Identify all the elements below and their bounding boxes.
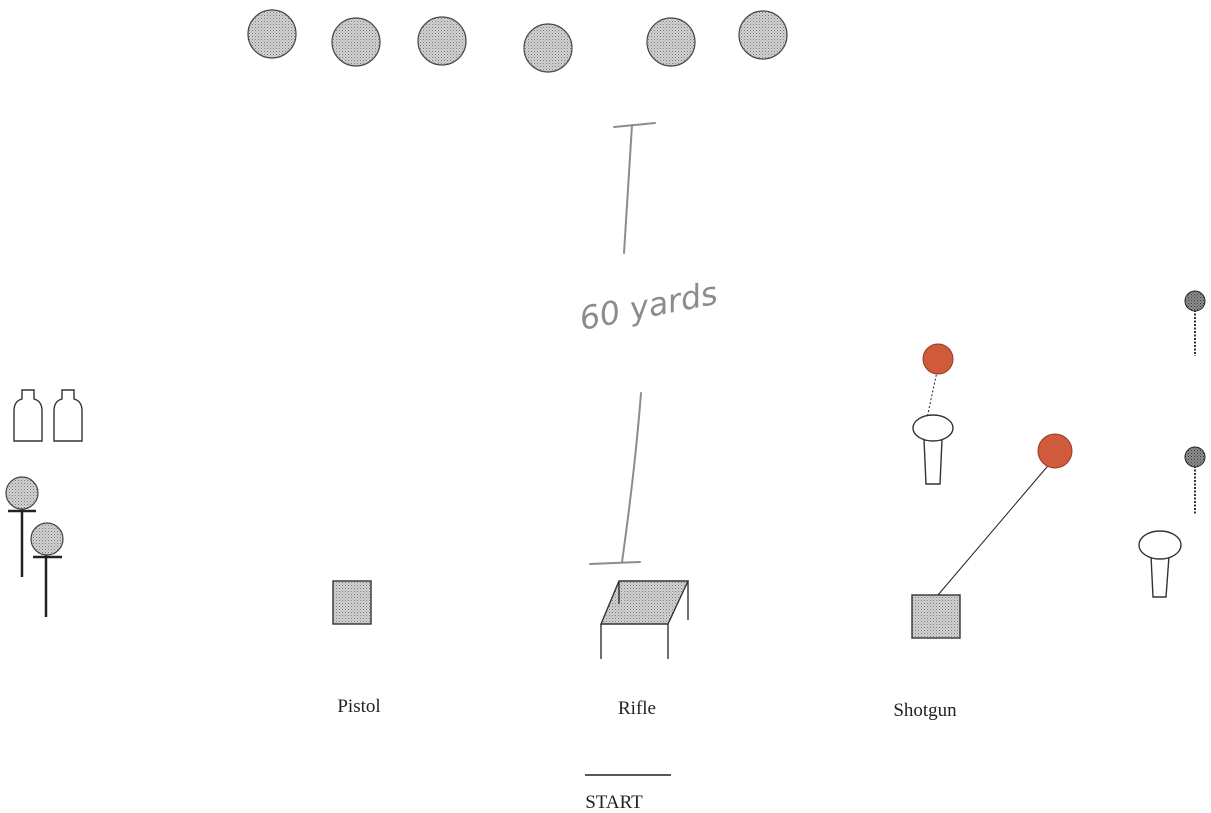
silhouette-target [13,389,43,442]
shotgun-targets [912,290,1206,598]
steel-plate-target [738,10,788,60]
station-rifle: Rifle [599,580,690,719]
popper-target-head [912,414,954,442]
steel-plate-target [646,17,696,67]
table-square-icon [911,594,961,639]
start-position: START [585,774,671,813]
steel-plate-target [247,9,297,59]
popper-target [1150,555,1170,598]
plate-on-stand-target [5,476,39,510]
plate-on-stand-target [30,522,64,556]
steel-plate-target [417,16,467,66]
dark-small-target [1184,446,1206,468]
red-clay-target [1037,433,1073,469]
table-square-icon [332,580,372,625]
red-clay-target [922,343,954,375]
station-shotgun: Shotgun [893,594,961,721]
distance-note: 60 yards [576,274,720,338]
plate-stand-targets [5,476,64,617]
steel-plate-target [523,23,573,73]
start-label: START [585,792,643,813]
popper-target [923,439,943,485]
station-label-shotgun: Shotgun [893,700,957,721]
dark-small-target [1184,290,1206,312]
silhouette-target [53,389,83,442]
station-label-pistol: Pistol [337,696,380,717]
station-pistol: Pistol [332,580,381,717]
shooting-bench-icon [599,580,690,659]
steel-plate-target [331,17,381,67]
distance-marker [589,122,656,565]
paper-silhouette-targets [13,389,83,442]
far-steel-targets [247,9,788,73]
popper-target-head [1138,530,1182,560]
station-label-rifle: Rifle [618,698,656,719]
